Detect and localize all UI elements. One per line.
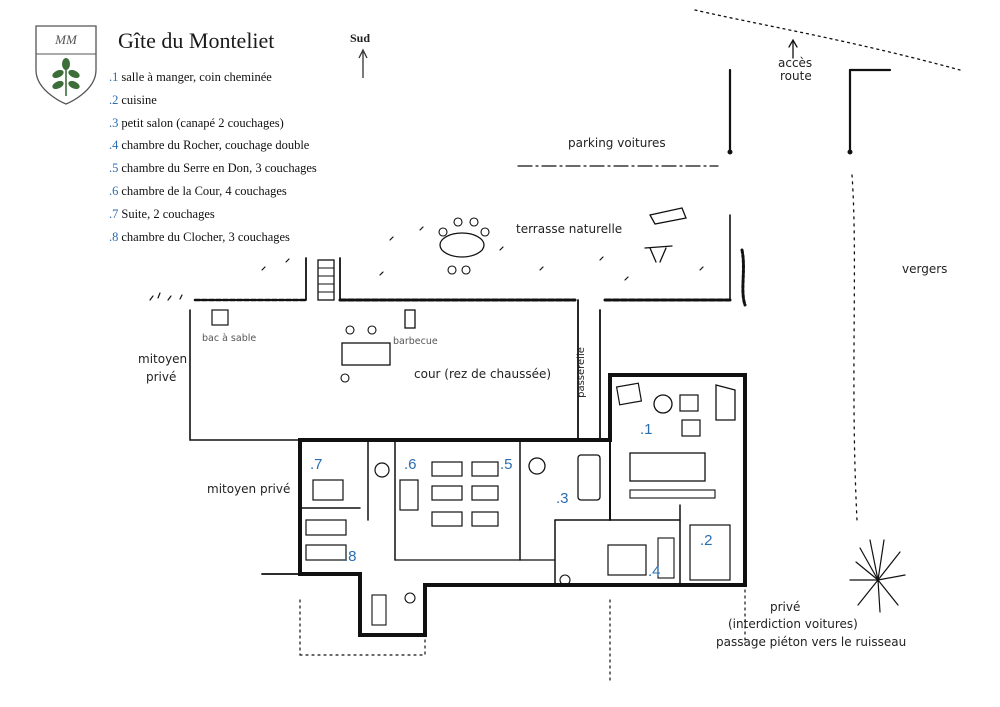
private-label: privé <box>770 600 801 614</box>
bed-suite <box>312 479 344 501</box>
parking-label: parking voitures <box>568 136 666 150</box>
footpath-label: passage piéton vers le ruisseau <box>716 635 907 649</box>
room-number-8: .8 <box>344 548 357 565</box>
crest-shield-icon <box>35 25 97 105</box>
bed-rocher <box>607 544 647 576</box>
sandbox <box>211 309 229 326</box>
deck-chair-2 <box>644 245 673 263</box>
room-number-2: .2 <box>700 532 713 549</box>
terrace-table <box>439 232 485 258</box>
terrace-label: terrasse naturelle <box>516 222 623 236</box>
no-cars-label: (interdiction voitures) <box>728 617 858 631</box>
room-number-3: .3 <box>556 490 569 507</box>
barbecue-label: barbecue <box>393 336 438 347</box>
deck-chair-1 <box>649 207 687 225</box>
sofa <box>577 454 601 501</box>
access-label-route: route <box>780 69 812 83</box>
fireplace <box>715 384 736 421</box>
orchard-boundary <box>851 174 858 521</box>
bed-clocher-1 <box>305 519 347 536</box>
hedge-right <box>740 248 747 307</box>
house-outline <box>298 373 747 637</box>
courtyard-table <box>341 342 391 366</box>
bed-clocher-2 <box>305 544 347 561</box>
room-number-4: .4 <box>648 563 661 580</box>
bush <box>849 539 906 613</box>
south-arrow-icon <box>358 48 368 78</box>
kitchen-counter <box>689 524 731 581</box>
room-number-7: .7 <box>310 456 323 473</box>
road-line <box>694 9 961 71</box>
courtyard-label: cour (rez de chaussée) <box>414 367 552 381</box>
orchard-label: vergers <box>902 262 948 276</box>
room-number-5: .5 <box>500 456 513 473</box>
room-number-6: .6 <box>404 456 417 473</box>
compass-label: Sud <box>350 31 371 45</box>
page-title: Gîte du Monteliet <box>118 28 275 53</box>
dining-table <box>629 452 706 482</box>
passerelle-label: passerelle <box>575 347 587 398</box>
bed-serre <box>471 461 499 477</box>
room-number-1: .1 <box>640 421 653 438</box>
crest: MM <box>55 32 77 47</box>
bed-cour-1 <box>399 479 419 511</box>
sandbox-label: bac à sable <box>202 333 257 344</box>
stairs <box>317 259 335 301</box>
barbecue <box>404 309 416 329</box>
dotted-zone <box>299 639 426 656</box>
mitoyen-label: mitoyen <box>138 352 188 366</box>
access-label: accès <box>778 56 813 70</box>
mitoyen-prive-label: privé <box>146 370 177 384</box>
mitoyen-prive-label-2: mitoyen privé <box>207 482 291 496</box>
